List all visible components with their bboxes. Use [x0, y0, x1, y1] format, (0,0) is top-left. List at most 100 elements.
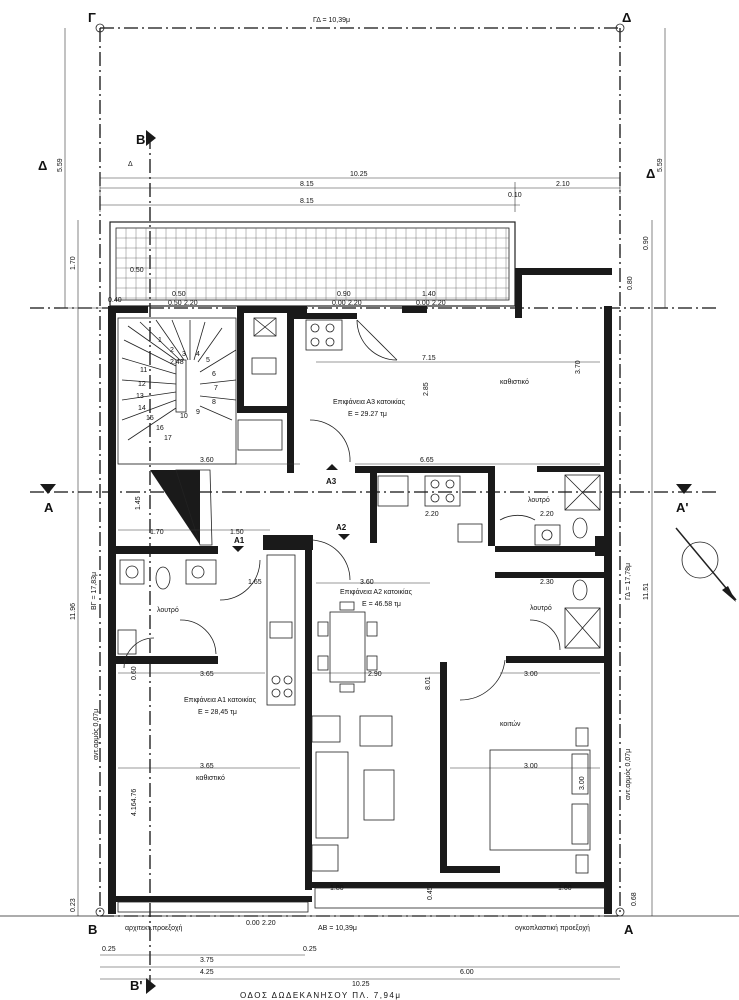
dim-1-40: 1.40: [422, 291, 436, 298]
stair-step-number: 17: [164, 435, 172, 442]
dim-bottom-4-25: 4.25: [200, 969, 214, 976]
door-swings: [123, 319, 561, 701]
left-boundary-label: ΒΓ = 17,83μ: [91, 572, 98, 610]
dim-3-00c: 3.00: [579, 776, 586, 790]
dim-3-65b: 3.65: [200, 763, 214, 770]
dim-0-50c: 0.50: [130, 267, 144, 274]
dim-left-1-70: 1.70: [70, 256, 77, 270]
dim-top-2-10: 2.10: [556, 181, 570, 188]
stair-step-number: 9: [196, 409, 200, 416]
ant-right-label: αντ.αρμός 0,07μ: [624, 749, 632, 800]
section-b-bottom: Β': [130, 978, 142, 993]
section-d-small: Δ: [128, 161, 133, 168]
dim-2-90: 2.90: [368, 671, 382, 678]
ant-left-label: αντ.αρμός 0,07μ: [92, 709, 100, 760]
a3-tag: Α3: [326, 477, 337, 486]
dim-2-20d: 2.20: [425, 511, 439, 518]
dim-2-48: 2.48: [170, 359, 184, 366]
dim-3-70: 3.70: [575, 360, 582, 374]
dim-left-5-59: 5.59: [57, 158, 64, 172]
bottom-boundary-label: ΑΒ = 10,39μ: [318, 925, 357, 932]
stair-step-number: 15: [146, 415, 154, 422]
stair-wedge: [150, 470, 200, 545]
corner-delta-left: Δ: [38, 158, 47, 173]
section-arrow-a-right: [676, 484, 692, 494]
dim-right-11-51: 11.51: [643, 583, 650, 600]
dim-left-0-23: 0.23: [70, 898, 77, 912]
dim-2-20c: 2.20: [432, 300, 446, 307]
left-dimension-lines: [60, 28, 110, 916]
kitchen-a1: [266, 554, 296, 706]
dim-0-00b: 0.00: [416, 300, 430, 307]
dim-3-65a: 3.65: [200, 671, 214, 678]
section-a-left: Α: [44, 500, 54, 515]
stair-step-number: 3: [182, 351, 186, 358]
dim-2-20f: 2.20: [262, 920, 276, 927]
top-dimension-lines: [99, 172, 621, 212]
left-projection-label: αρχιτεκτ.προεξοχή: [125, 925, 183, 932]
dim-0-50: 0.50: [172, 291, 186, 298]
a2-title: Επιφάνεια Α2 κατοικίας: [340, 588, 413, 596]
a2-tag: Α2: [336, 523, 347, 532]
stair-step-number: 8: [212, 399, 216, 406]
dim-0-50b: 0.50: [168, 300, 182, 307]
dim-1-50: 1.50: [230, 529, 244, 536]
corner-marker-delta: [615, 23, 625, 33]
section-arrow-a-left: [40, 484, 56, 494]
kitchen-a2: [377, 475, 483, 543]
a1-area: Ε = 28,45 τμ: [198, 709, 237, 716]
stair-step-number: 16: [156, 425, 164, 432]
section-b-top: Β': [136, 132, 148, 147]
bath-3-label: λουτρό: [157, 606, 179, 614]
a3-area: Ε = 29.27 τμ: [348, 411, 387, 418]
bed: [489, 727, 591, 874]
dim-6-65: 6.65: [420, 457, 434, 464]
dim-top-0-10: 0.10: [508, 192, 522, 199]
outer-walls: [108, 268, 612, 914]
stair-step-number: 2: [170, 347, 174, 354]
stair-step-number: 10: [180, 413, 188, 420]
stair-step-number: 6: [212, 371, 216, 378]
corner-delta-right: Δ: [646, 166, 655, 181]
stair-step-number: 1: [158, 337, 162, 344]
right-dimension-lines: [651, 28, 666, 916]
dim-3-60b: 3.60: [360, 579, 374, 586]
bathroom-fixtures: [117, 474, 601, 655]
stair-step-number: 12: [138, 381, 146, 388]
street-name: ΟΔΟΣ ΔΩΔΕΚΑΝΗΣΟΥ ΠΛ. 7,94μ: [240, 991, 401, 1000]
stair-step-number: 7: [214, 385, 218, 392]
dim-3-00b: 3.00: [524, 763, 538, 770]
dim-right-0-68: 0.68: [631, 892, 638, 906]
dim-left-11-96: 11.96: [70, 603, 77, 620]
dim-2-20a: 2.20: [184, 300, 198, 307]
dim-left-0-40: 0.40: [108, 297, 122, 304]
right-projection-label: ογκοπλαστική προεξοχή: [515, 925, 590, 932]
a1-tag: Α1: [234, 536, 245, 545]
dim-0-00a: 0.00: [332, 300, 346, 307]
staircase: [117, 317, 237, 465]
corner-beta: Β: [88, 922, 97, 937]
dim-top-10-25: 10.25: [350, 171, 368, 178]
top-balcony: [109, 221, 516, 307]
dim-2-20b: 2.20: [348, 300, 362, 307]
bedroom-label: κοιτών: [500, 720, 521, 728]
dim-top-8-15b: 8.15: [300, 198, 314, 205]
dim-bottom-0-25a: 0.25: [102, 946, 116, 953]
compass-icon: [675, 527, 737, 602]
stair-step-number: 14: [138, 405, 146, 412]
section-arrow-b-bottom: [146, 978, 156, 994]
dim-8-01: 8.01: [425, 676, 432, 690]
entrance-arrow-a2: [338, 534, 350, 540]
dim-0-60: 0.60: [131, 666, 138, 680]
dim-4-16: 4.164.76: [131, 789, 138, 816]
living-right-label: καθιστικό: [500, 378, 529, 386]
dim-1-80: 1.80: [330, 885, 344, 892]
living-left-label: καθιστικό: [196, 774, 225, 782]
dim-2-85: 2.85: [423, 382, 430, 396]
dining-table: [317, 601, 378, 693]
dim-0-45: 0.45: [427, 886, 434, 900]
a1-title: Επιφάνεια Α1 κατοικίας: [184, 696, 257, 704]
section-arrow-b-top: [146, 130, 156, 146]
dim-right-0-90: 0.90: [643, 236, 650, 250]
